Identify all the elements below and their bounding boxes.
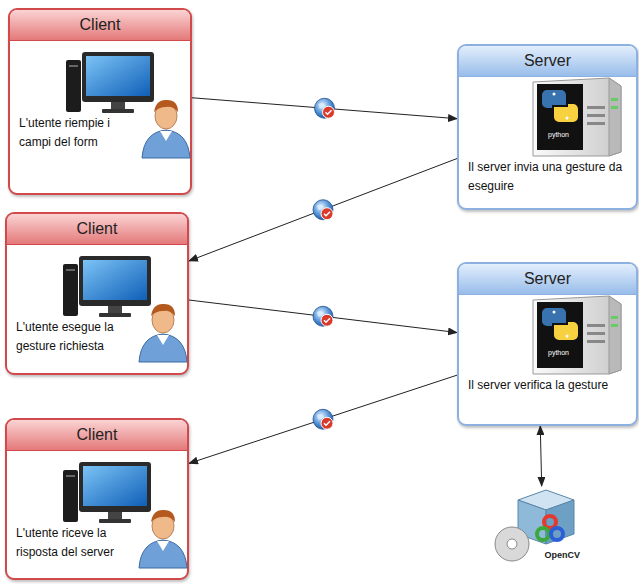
box-header: Client: [10, 10, 190, 41]
connector-arrow: [192, 98, 457, 119]
network-globe: [313, 200, 333, 220]
box-header: Server: [459, 264, 636, 295]
box-text: L'utente riceve la risposta del server: [16, 524, 136, 562]
logo-label: python: [545, 130, 572, 139]
network-globe: [313, 409, 333, 429]
server-box: Server Il server verifica la gesture pytho…: [457, 262, 638, 426]
network-globe: [313, 306, 333, 326]
connector-arrow: [189, 300, 457, 333]
server-box: Server Il server invia una gesture da ese…: [457, 44, 638, 210]
connector-arrow: [189, 375, 457, 463]
connector-arrow: [540, 426, 541, 486]
client-box: ClientL'utente riempie i campi del form: [8, 8, 192, 195]
client-box: ClientL'utente riceve la risposta del se…: [5, 418, 189, 580]
connector-arrow: [189, 159, 457, 261]
logo-label: python: [545, 348, 572, 357]
box-text: L'utente riempie i campi del form: [19, 114, 139, 152]
icon-label: OpenCV: [544, 550, 580, 560]
client-box: ClientL'utente esegue la gesture richies…: [5, 212, 189, 375]
opencv-icon: OpenCV: [490, 486, 584, 566]
network-globe: [315, 98, 335, 118]
box-text: Il server verifica la gesture: [468, 376, 630, 395]
box-header: Client: [7, 214, 187, 245]
box-text: L'utente esegue la gesture richiesta: [16, 318, 136, 356]
box-header: Server: [459, 46, 636, 77]
box-text: Il server invia una gesture da eseguire: [468, 158, 630, 196]
box-header: Client: [7, 420, 187, 451]
